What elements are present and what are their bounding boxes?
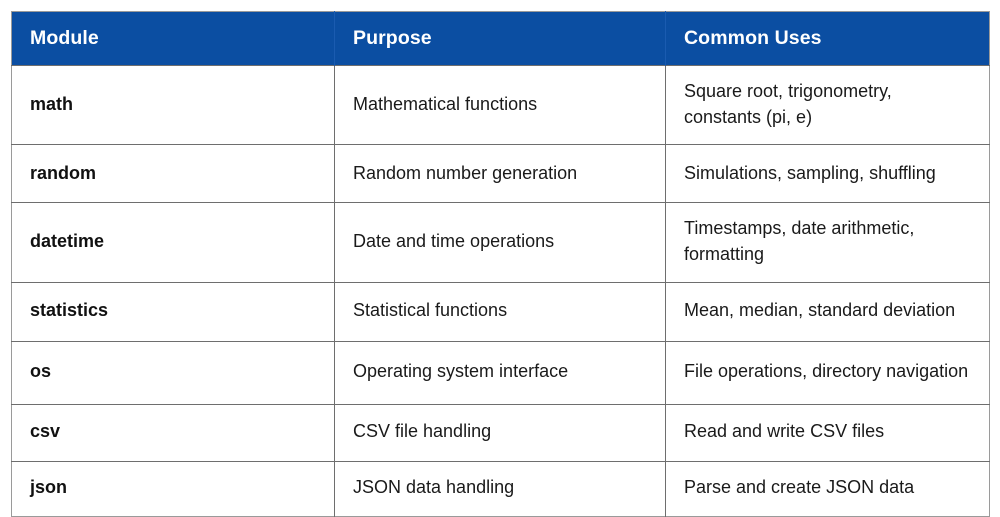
column-header-uses: Common Uses xyxy=(665,11,990,66)
table-row: json JSON data handling Parse and create… xyxy=(11,460,990,517)
cell-purpose: Statistical functions xyxy=(334,281,666,342)
table-header-row: Module Purpose Common Uses xyxy=(11,11,990,66)
table-row: csv CSV file handling Read and write CSV… xyxy=(11,403,990,462)
table-row: math Mathematical functions Square root,… xyxy=(11,65,990,145)
table-row: statistics Statistical functions Mean, m… xyxy=(11,281,990,342)
cell-purpose: JSON data handling xyxy=(334,460,666,517)
cell-uses: Timestamps, date arithmetic, formatting xyxy=(665,202,990,283)
table-row: os Operating system interface File opera… xyxy=(11,340,990,405)
cell-module: datetime xyxy=(11,202,335,283)
column-header-purpose: Purpose xyxy=(334,11,666,66)
cell-purpose: Mathematical functions xyxy=(334,65,666,145)
table-header: Module Purpose Common Uses xyxy=(11,11,990,66)
cell-uses: Parse and create JSON data xyxy=(665,460,990,517)
cell-module: statistics xyxy=(11,281,335,342)
python-standard-library-modules-table: Module Purpose Common Uses math Mathemat… xyxy=(11,11,990,517)
cell-module: random xyxy=(11,144,335,203)
table-body: math Mathematical functions Square root,… xyxy=(11,65,990,517)
cell-purpose: CSV file handling xyxy=(334,403,666,462)
cell-uses: Read and write CSV files xyxy=(665,403,990,462)
cell-purpose: Date and time operations xyxy=(334,202,666,283)
cell-module: json xyxy=(11,460,335,517)
table-row: datetime Date and time operations Timest… xyxy=(11,202,990,283)
cell-purpose: Random number generation xyxy=(334,144,666,203)
cell-uses: Square root, trigonometry, constants (pi… xyxy=(665,65,990,145)
cell-uses: Mean, median, standard deviation xyxy=(665,281,990,342)
cell-module: math xyxy=(11,65,335,145)
page-root: Module Purpose Common Uses math Mathemat… xyxy=(11,11,990,517)
module-table-container: Module Purpose Common Uses math Mathemat… xyxy=(11,11,990,517)
cell-module: csv xyxy=(11,403,335,462)
cell-purpose: Operating system interface xyxy=(334,340,666,405)
column-header-module: Module xyxy=(11,11,335,66)
table-row: random Random number generation Simulati… xyxy=(11,144,990,203)
cell-module: os xyxy=(11,340,335,405)
cell-uses: Simulations, sampling, shuffling xyxy=(665,144,990,203)
cell-uses: File operations, directory navigation xyxy=(665,340,990,405)
